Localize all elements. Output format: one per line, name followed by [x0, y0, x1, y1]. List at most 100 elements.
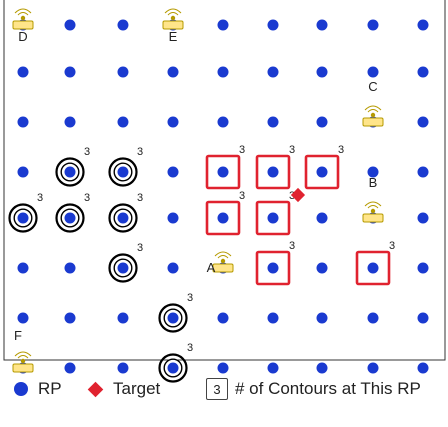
rp-dot: [64, 262, 76, 274]
rp-dot: [316, 262, 328, 274]
signal-arc: [17, 355, 29, 359]
antenna-dot: [220, 258, 226, 264]
rp-dot-icon: [14, 382, 28, 396]
signal-arc: [364, 105, 382, 111]
contour-ring: [8, 203, 38, 233]
rp-dot: [117, 362, 129, 374]
rp-dot: [417, 166, 429, 178]
rp-dot: [267, 166, 279, 178]
access-point-label: A: [207, 260, 216, 275]
contour-count-label: 3: [137, 242, 143, 254]
signal-arc: [164, 8, 182, 14]
contour-count-label: 3: [187, 342, 193, 354]
legend: RP Target 3 # of Contours at This RP: [0, 372, 448, 406]
access-point-label: C: [368, 79, 377, 94]
legend-contours: 3 # of Contours at This RP: [206, 372, 421, 406]
rp-dot: [367, 66, 379, 78]
contour-ring-rp: [117, 166, 129, 178]
reference-points: [8, 19, 429, 383]
access-point-icon: A: [207, 251, 234, 275]
contour-ring: [108, 253, 138, 283]
rp-dot: [367, 362, 379, 374]
contour-box: [205, 200, 241, 236]
rp-dot: [316, 116, 328, 128]
rp-dot: [267, 66, 279, 78]
access-point-label: B: [369, 175, 378, 190]
router-base: [362, 213, 384, 223]
access-point-icon: B: [362, 175, 384, 223]
rp-dot: [64, 362, 76, 374]
rp-dot: [217, 66, 229, 78]
contour-box: [205, 154, 241, 190]
rp-dot: [316, 66, 328, 78]
signal-arc: [367, 205, 379, 209]
signal-arc: [167, 12, 179, 16]
contour-ring-rp: [117, 212, 129, 224]
signal-arc: [17, 12, 29, 16]
rp-dot: [417, 212, 429, 224]
rp-dot: [367, 262, 379, 274]
contour-count-label: 3: [239, 190, 245, 202]
rp-dot: [267, 312, 279, 324]
contour-count-label: 3: [289, 144, 295, 156]
rp-dot: [117, 66, 129, 78]
rp-dot: [167, 212, 179, 224]
rp-dot: [267, 362, 279, 374]
rp-dot: [267, 19, 279, 31]
rp-dot: [217, 166, 229, 178]
rp-dot: [316, 212, 328, 224]
rp-dot: [417, 66, 429, 78]
legend-target-label: Target: [113, 379, 161, 398]
rp-dot: [316, 312, 328, 324]
rp-dot: [316, 19, 328, 31]
rp-dot: [17, 262, 29, 274]
contour-ring: [108, 203, 138, 233]
rp-dot: [217, 116, 229, 128]
router-base: [162, 20, 184, 30]
contour-ring-rp: [167, 362, 179, 374]
access-point-icon: F: [12, 328, 34, 373]
rp-dot: [267, 262, 279, 274]
router-base: [362, 117, 384, 127]
rp-dot: [267, 212, 279, 224]
contour-ring-rp: [167, 312, 179, 324]
legend-target: Target: [87, 372, 161, 406]
contour-ring: [55, 157, 85, 187]
legend-contour-box: 3: [206, 378, 228, 400]
access-point-label: F: [14, 328, 22, 343]
contour-box: [255, 250, 291, 286]
signal-arc: [364, 201, 382, 207]
legend-contours-label: # of Contours at This RP: [235, 379, 421, 398]
access-point-icon: D: [12, 8, 34, 44]
rp-dot: [64, 19, 76, 31]
contour-ring: [158, 353, 188, 383]
contour-count-label: 3: [37, 192, 43, 204]
signal-arc: [14, 8, 32, 14]
target-diamond-icon: [87, 381, 104, 397]
contour-count-label: 3: [389, 240, 395, 252]
rp-dot: [417, 116, 429, 128]
rp-dot: [217, 19, 229, 31]
contour-ring: [158, 303, 188, 333]
contour-ring: [55, 203, 85, 233]
rp-dot: [316, 362, 328, 374]
rp-dot: [64, 116, 76, 128]
contour-box: [304, 154, 340, 190]
rp-dot: [367, 312, 379, 324]
rp-dot: [417, 262, 429, 274]
contour-count-label: 3: [137, 146, 143, 158]
rp-dot: [17, 166, 29, 178]
rp-dot: [316, 166, 328, 178]
rp-dot: [417, 362, 429, 374]
rp-dot: [167, 166, 179, 178]
rp-dot: [64, 66, 76, 78]
router-base: [12, 363, 34, 373]
contour-box: [355, 250, 391, 286]
grid-frame: [3, 0, 446, 361]
rp-dot: [17, 116, 29, 128]
legend-rp-label: RP: [38, 379, 62, 398]
rp-dot: [367, 19, 379, 31]
contour-count-label: 3: [239, 144, 245, 156]
